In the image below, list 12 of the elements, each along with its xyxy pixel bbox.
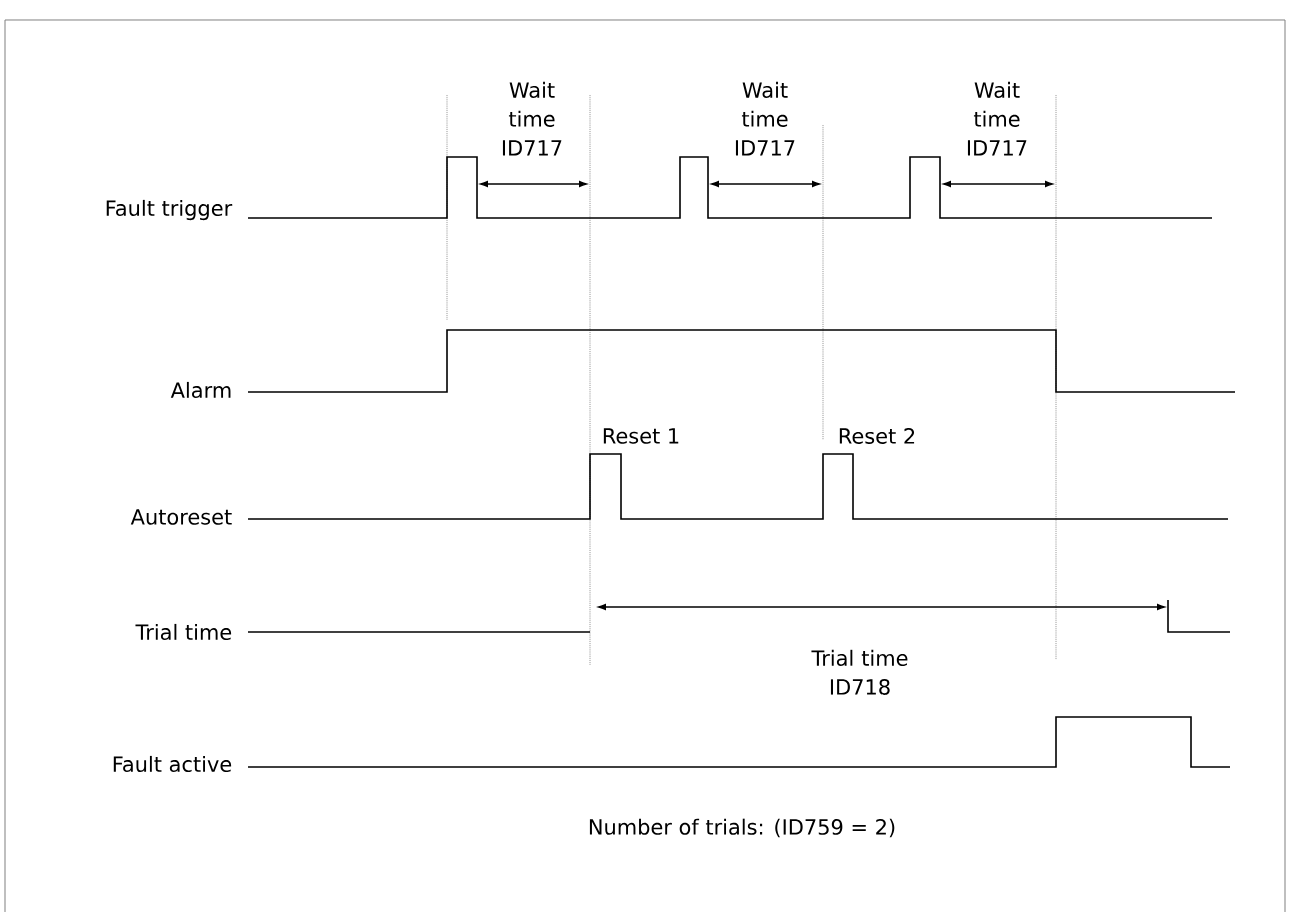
pulse-label: Reset 2 bbox=[839, 428, 915, 444]
dimension-label: Wait time ID717 bbox=[502, 81, 562, 156]
dimension-label: Wait time ID717 bbox=[967, 81, 1027, 156]
pulse-label: Reset 1 bbox=[603, 428, 679, 444]
signal-label: Fault active bbox=[113, 755, 232, 773]
caption: Number of trials: (ID759 = 2) bbox=[589, 818, 895, 838]
signal-label: Trial time bbox=[135, 623, 232, 641]
dimension-label: Wait time ID717 bbox=[735, 81, 795, 156]
signal-label: Alarm bbox=[170, 381, 231, 399]
dimension-label: Trial time ID718 bbox=[811, 649, 908, 695]
signal-label: Fault trigger bbox=[106, 199, 233, 221]
signal-label: Autoreset bbox=[130, 509, 232, 525]
